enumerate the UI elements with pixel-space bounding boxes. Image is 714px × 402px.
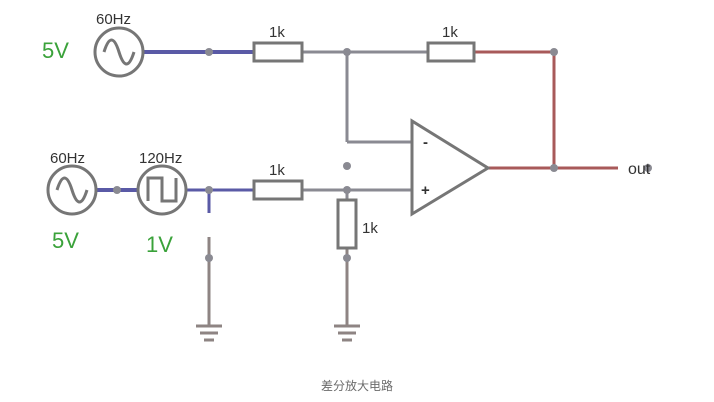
bottom-sine-amplitude: 5V [52,228,79,253]
top-source-frequency: 60Hz [96,11,131,28]
junction-dot [205,186,213,194]
junction-dot [343,162,351,170]
source-bottom-sine [46,164,98,216]
ground-symbol-left [196,324,222,342]
figure-caption: 差分放大电路 [320,379,393,393]
resistor-input-bottom-value: 1k [269,162,285,179]
opamp-plus-label: + [421,182,430,199]
junction-dot [343,186,351,194]
top-source-amplitude: 5V [42,38,69,63]
junction-dot [205,254,213,262]
opamp-triangle [410,118,491,217]
bottom-sine-frequency: 60Hz [50,150,85,167]
opamp-minus-label: - [423,134,428,151]
square-source-amplitude: 1V [146,232,173,257]
junction-dot [343,254,351,262]
junction-dot [343,48,351,56]
resistor-ground [336,198,358,250]
junction-dot [205,48,213,56]
sine-wave-icon [55,176,89,204]
resistor-ground-value: 1k [362,220,378,237]
junction-dot [113,186,121,194]
source-bottom-square [136,164,188,216]
resistor-input-top-value: 1k [269,24,285,41]
output-terminal-dot [644,164,652,172]
resistor-feedback-value: 1k [442,24,458,41]
junction-dot [550,48,558,56]
resistor-feedback [426,41,476,63]
square-wave-icon [146,176,178,203]
ground-symbol-right [334,324,360,342]
source-top-sine [93,26,145,78]
output-label: out [628,161,651,178]
resistor-input-bottom [252,179,304,201]
square-source-frequency: 120Hz [139,150,182,167]
resistor-input-top [252,41,304,63]
sine-wave-icon [102,38,136,66]
junction-dot [550,164,558,172]
